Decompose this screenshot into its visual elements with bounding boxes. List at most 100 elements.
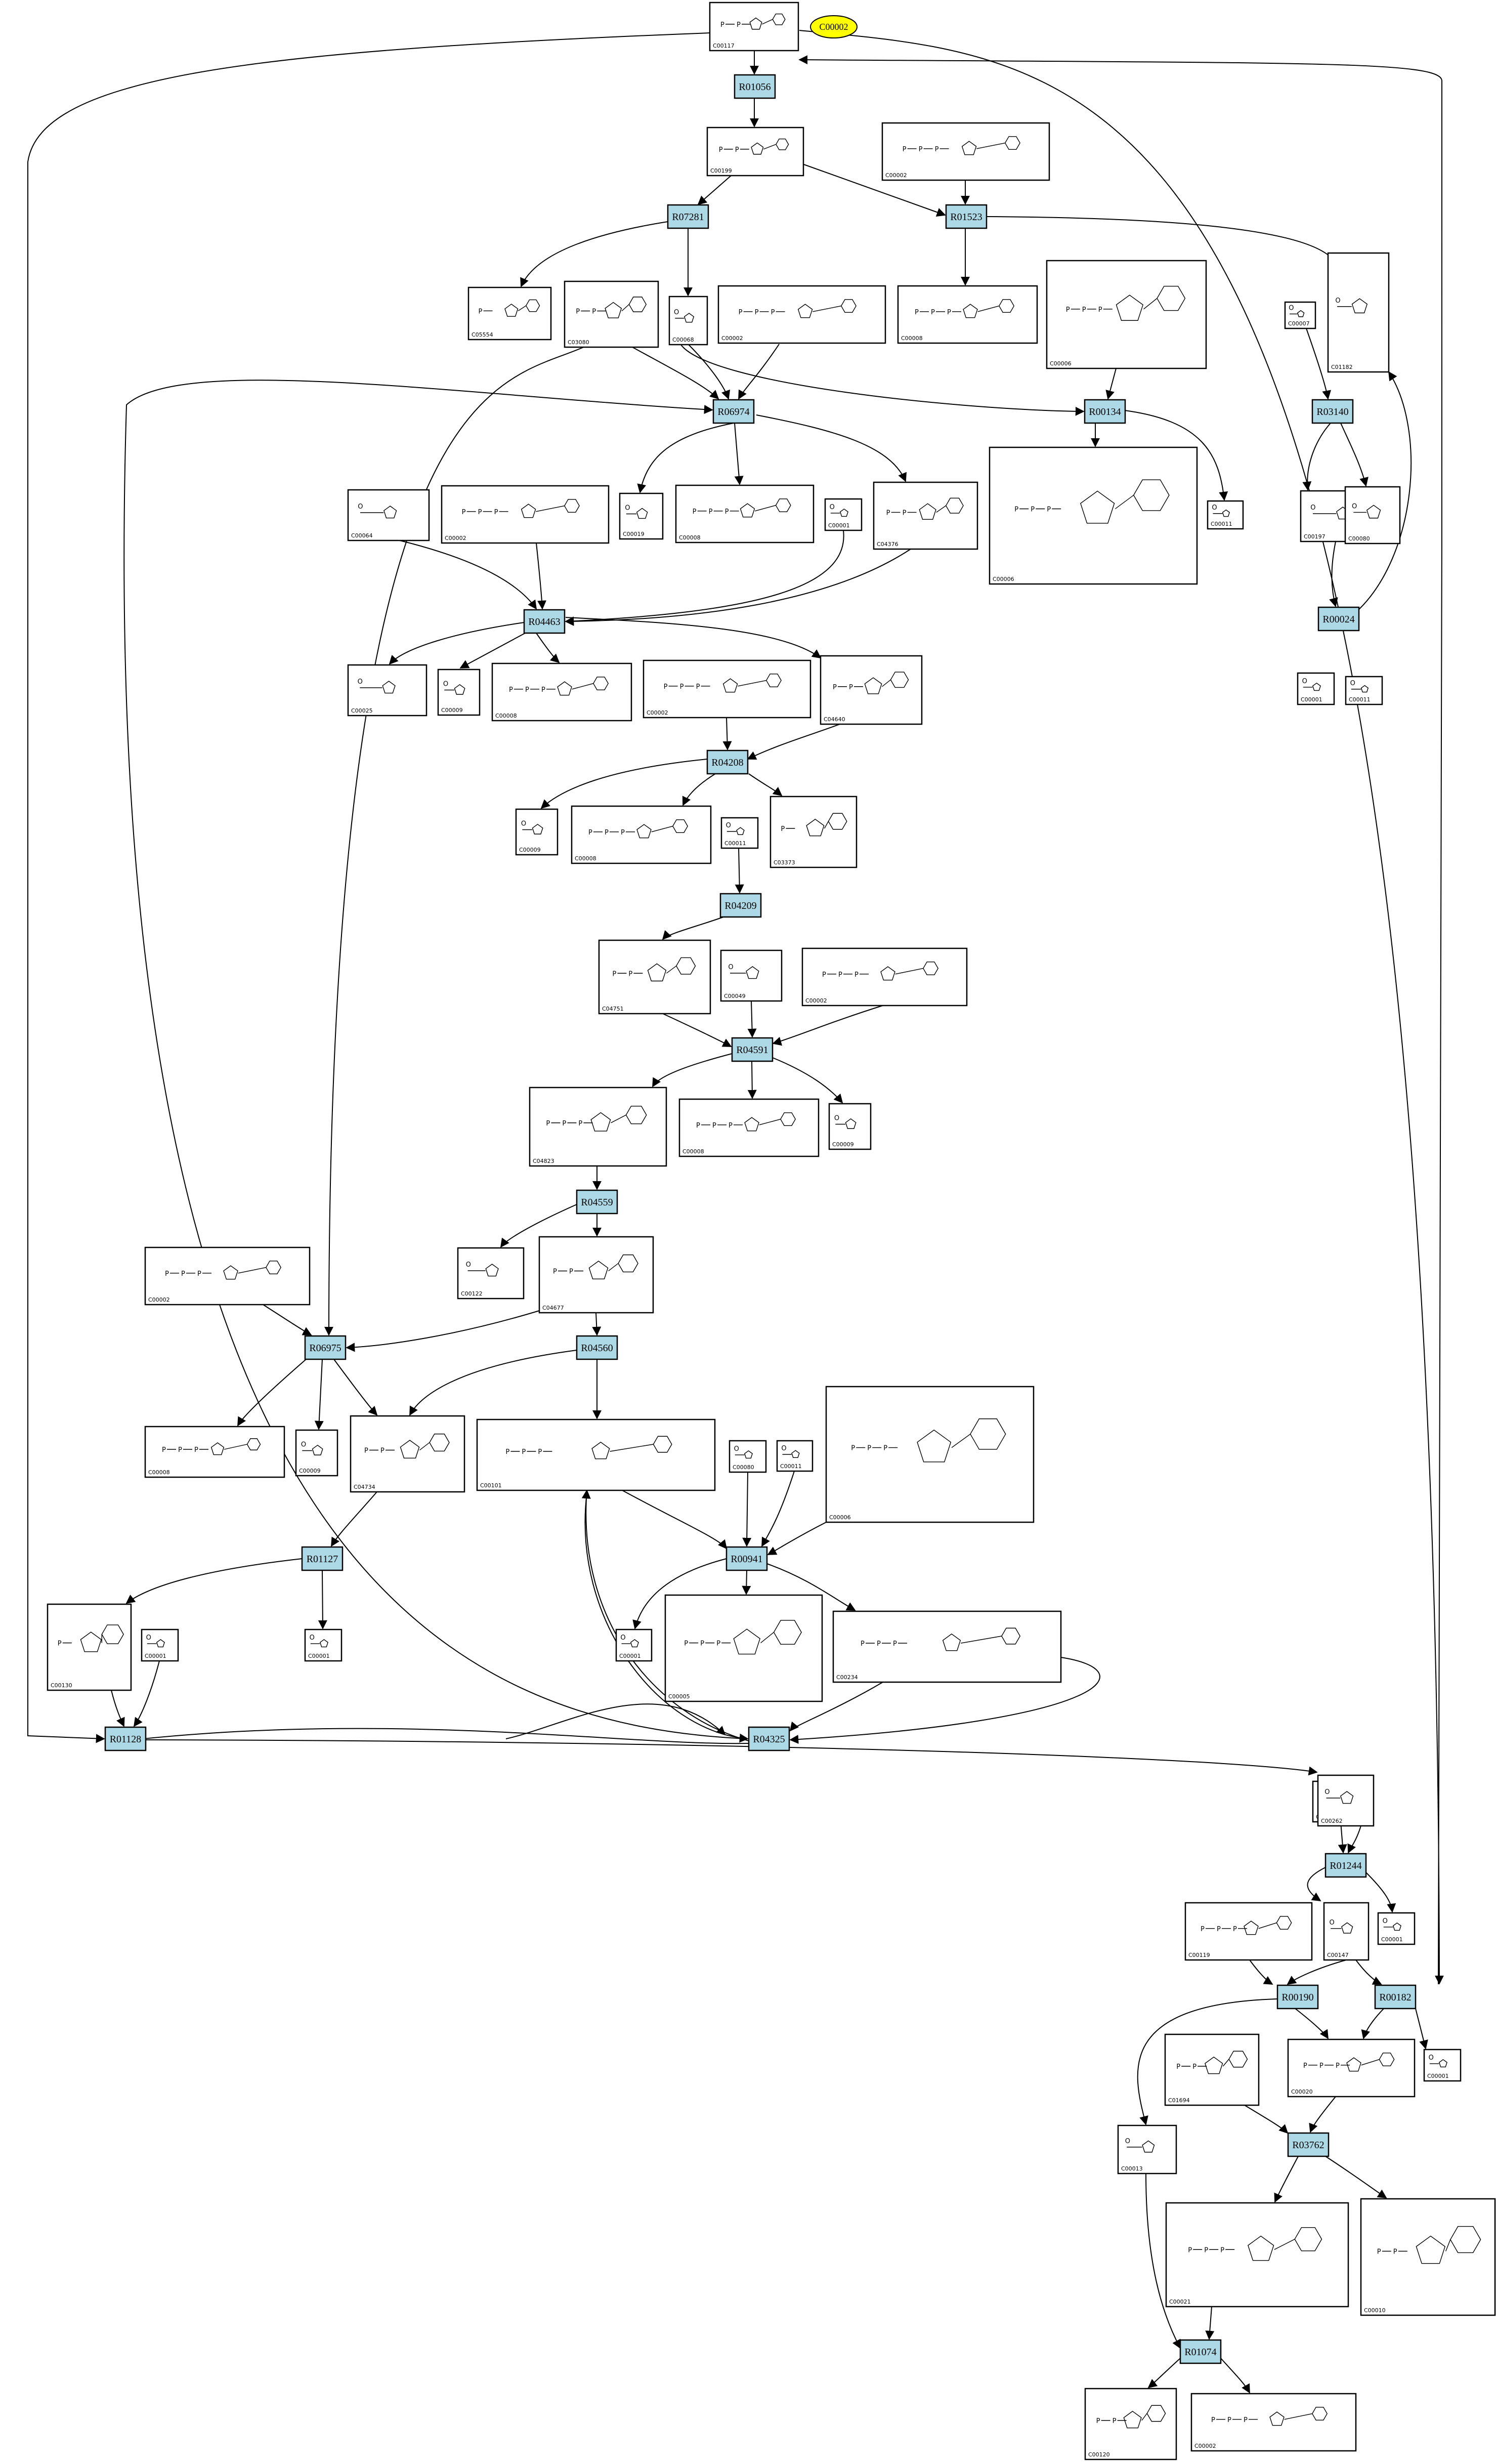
reaction-node[interactable]: R01244: [1324, 1853, 1367, 1878]
reaction-node[interactable]: R00190: [1276, 1984, 1319, 2010]
reaction-edge: [1340, 423, 1369, 487]
reaction-node[interactable]: R04591: [731, 1037, 774, 1062]
reaction-node[interactable]: R07281: [667, 204, 709, 229]
reaction-node[interactable]: R00941: [725, 1546, 768, 1571]
reaction-node[interactable]: R00024: [1317, 606, 1360, 632]
svg-text:P: P: [1227, 2416, 1231, 2424]
reaction-node[interactable]: R01127: [301, 1546, 344, 1571]
svg-text:P: P: [877, 1640, 881, 1648]
reaction-node[interactable]: R01074: [1179, 2339, 1222, 2364]
highlight-oval[interactable]: C00002: [810, 15, 858, 38]
reaction-node[interactable]: R04559: [576, 1189, 618, 1215]
compound-id: C00001: [828, 522, 850, 529]
reaction-node[interactable]: R01128: [104, 1726, 147, 1751]
compound-id: C00002: [721, 335, 743, 342]
reaction-node[interactable]: R03762: [1287, 2132, 1330, 2157]
reaction-node[interactable]: R00134: [1084, 399, 1126, 424]
reaction-node[interactable]: R03140: [1311, 399, 1354, 424]
compound-id: C00002: [148, 1297, 170, 1303]
compound-id: C00006: [1050, 360, 1072, 367]
reaction-node[interactable]: R06974: [712, 399, 755, 424]
reaction-node[interactable]: R00182: [1374, 1984, 1417, 2010]
reaction-node[interactable]: R04560: [576, 1335, 618, 1360]
compound-id: C00007: [1288, 320, 1310, 327]
reaction-node[interactable]: R01056: [734, 74, 776, 99]
svg-text:O: O: [1289, 304, 1294, 312]
reaction-node[interactable]: R04325: [748, 1726, 790, 1751]
reaction-node[interactable]: R01523: [945, 204, 988, 229]
reaction-node[interactable]: R04208: [706, 749, 749, 775]
reaction-edge: [799, 30, 1444, 1985]
reaction-node[interactable]: R04209: [719, 893, 762, 918]
reaction-node[interactable]: R06975: [304, 1335, 347, 1360]
svg-text:O: O: [1310, 504, 1315, 512]
compound-node[interactable]: O C00007: [1284, 301, 1316, 329]
reaction-node[interactable]: R04463: [523, 609, 566, 634]
